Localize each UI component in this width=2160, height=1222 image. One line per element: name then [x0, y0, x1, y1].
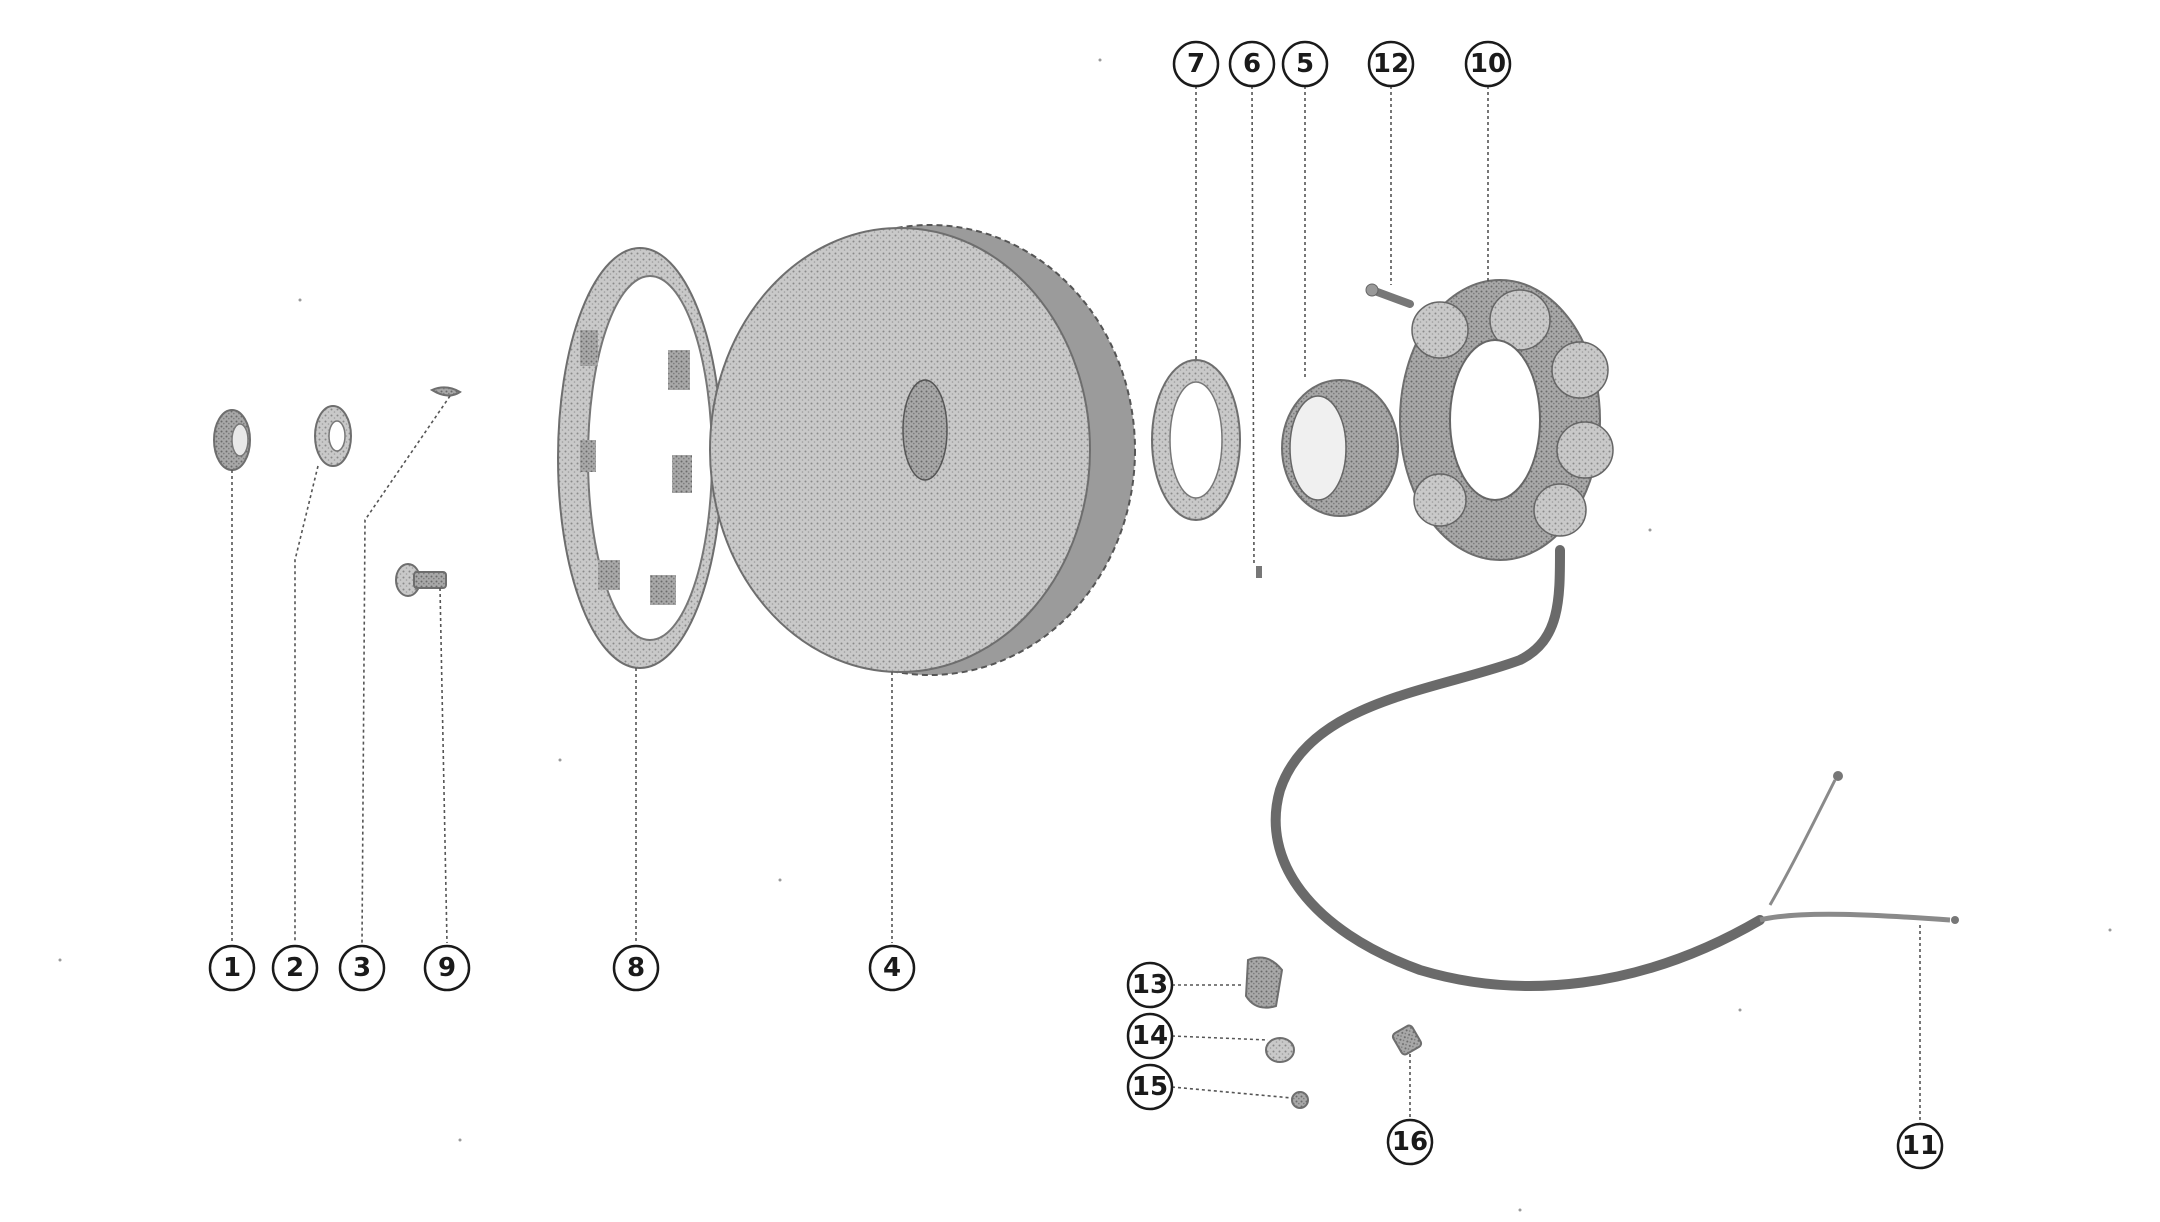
- part-stator: [1399, 279, 1614, 561]
- print-specks: [58, 58, 2112, 1212]
- callout-3-label: 3: [353, 953, 371, 983]
- callout-10: 10: [1464, 40, 1512, 88]
- callout-9: 9: [423, 944, 471, 992]
- callout-11-label: 11: [1902, 1131, 1938, 1161]
- callout-10-label: 10: [1470, 49, 1506, 79]
- callout-2: 2: [271, 944, 319, 992]
- part-washer: [314, 405, 352, 467]
- callout-13-label: 13: [1132, 970, 1168, 1000]
- part-flywheel: [709, 224, 1136, 676]
- part-bushing: [1281, 379, 1399, 517]
- callout-12-label: 12: [1373, 49, 1409, 79]
- callout-1: 1: [208, 944, 256, 992]
- callout-7-label: 7: [1187, 49, 1205, 79]
- part-small-screw: [1291, 1091, 1309, 1109]
- callout-15-label: 15: [1132, 1072, 1168, 1102]
- callout-8: 8: [612, 944, 660, 992]
- callout-1-label: 1: [223, 953, 241, 983]
- callout-4-label: 4: [883, 953, 901, 983]
- callout-5-label: 5: [1296, 49, 1314, 79]
- part-screw: [1365, 283, 1414, 308]
- callout-16-label: 16: [1392, 1127, 1428, 1157]
- part-magnet-ring: [557, 247, 723, 669]
- callout-16: 16: [1386, 1118, 1434, 1166]
- callout-6-label: 6: [1243, 49, 1261, 79]
- part-key: [429, 386, 462, 397]
- callout-6: 6: [1228, 40, 1276, 88]
- part-wire-harness: [1270, 545, 1959, 991]
- callout-14: 14: [1126, 1012, 1174, 1060]
- callout-9-label: 9: [438, 953, 456, 983]
- callout-12: 12: [1367, 40, 1415, 88]
- callout-8-label: 8: [627, 953, 645, 983]
- part-nut: [213, 409, 251, 471]
- callout-7: 7: [1172, 40, 1220, 88]
- callout-13: 13: [1126, 961, 1174, 1009]
- leader-lines: [231, 85, 1921, 1124]
- part-terminal: [1391, 1024, 1423, 1056]
- part-grommet: [1265, 1037, 1295, 1063]
- callout-4: 4: [868, 944, 916, 992]
- part-spacer-ring: [1151, 359, 1241, 521]
- callout-2-label: 2: [286, 953, 304, 983]
- part-clamp: [1244, 956, 1284, 1009]
- callout-11: 11: [1896, 1122, 1944, 1170]
- callout-15: 15: [1126, 1063, 1174, 1111]
- callout-14-label: 14: [1132, 1021, 1168, 1051]
- part-bolt: [395, 563, 447, 597]
- callout-3: 3: [338, 944, 386, 992]
- part-pin: [1256, 566, 1262, 578]
- callout-5: 5: [1281, 40, 1329, 88]
